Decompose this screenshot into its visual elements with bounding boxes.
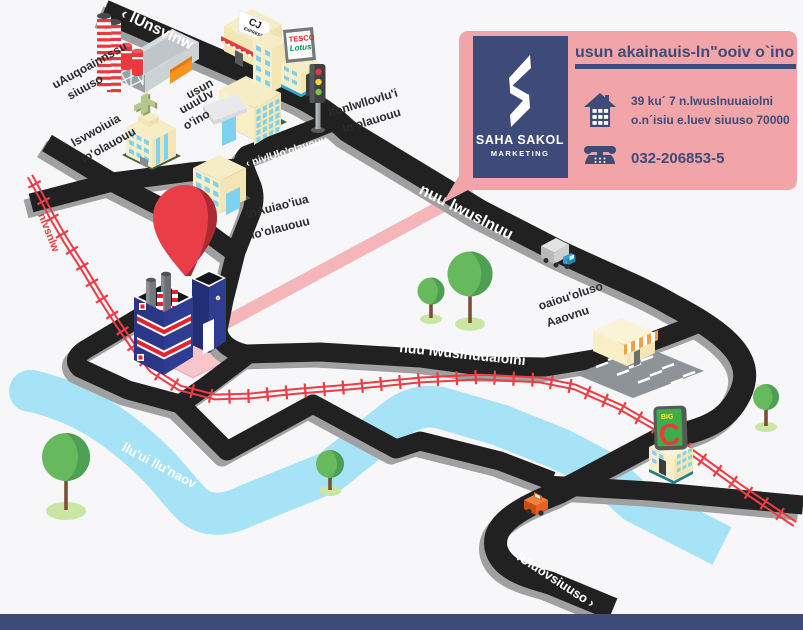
- svg-text:SAHA SAKOL: SAHA SAKOL: [476, 133, 564, 147]
- svg-text:MARKETING: MARKETING: [491, 149, 550, 158]
- svg-text:TESCO: TESCO: [288, 33, 315, 44]
- svg-text:39 ku´ 7 n.lwuslnuuaiolni: 39 ku´ 7 n.lwuslnuuaiolni: [631, 94, 773, 108]
- svg-text:usun akainauis-ln"ooiv o`ino: usun akainauis-ln"ooiv o`ino: [575, 44, 794, 61]
- svg-text:Lotus: Lotus: [289, 42, 312, 53]
- svg-text:BIG: BIG: [661, 414, 674, 421]
- svg-text:032-206853-5: 032-206853-5: [631, 150, 724, 167]
- svg-text:C: C: [658, 418, 681, 452]
- svg-text:CJ: CJ: [247, 17, 263, 32]
- svg-text:o.n´isiu e.luev siuuso 70000: o.n´isiu e.luev siuuso 70000: [631, 113, 790, 127]
